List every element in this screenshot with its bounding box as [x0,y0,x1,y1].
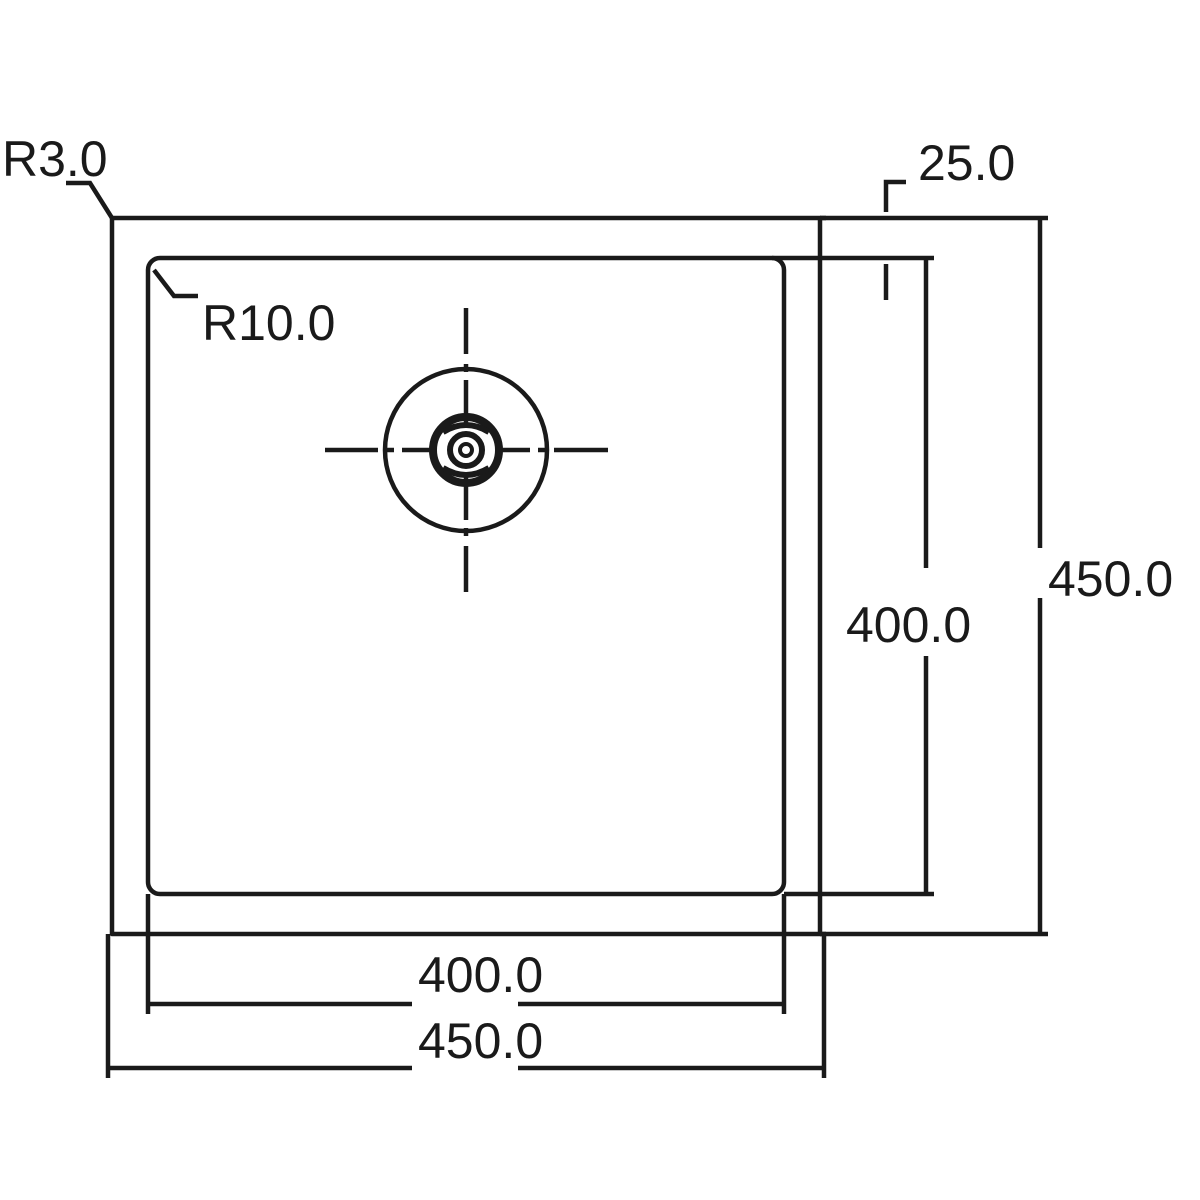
inner-height-dimension [784,258,934,897]
r10-leader [152,268,198,299]
inner-bowl [145,255,787,897]
rim-dimension [772,179,934,300]
inner-corner-radius-label: R10.0 [202,295,335,351]
outer-height-dimension [820,215,1048,937]
outer-corner-radius-label: R3.0 [2,131,108,187]
outer-height-label: 450.0 [1048,551,1173,607]
inner-width-dimension [145,894,787,1014]
inner-height-label: 400.0 [846,597,971,653]
outer-width-label: 450.0 [418,1013,543,1069]
r3-leader [66,180,114,220]
rim-width-label: 25.0 [918,135,1015,191]
drain-icon [325,308,608,592]
outer-width-dimension [105,934,827,1078]
inner-width-label: 400.0 [418,947,543,1003]
